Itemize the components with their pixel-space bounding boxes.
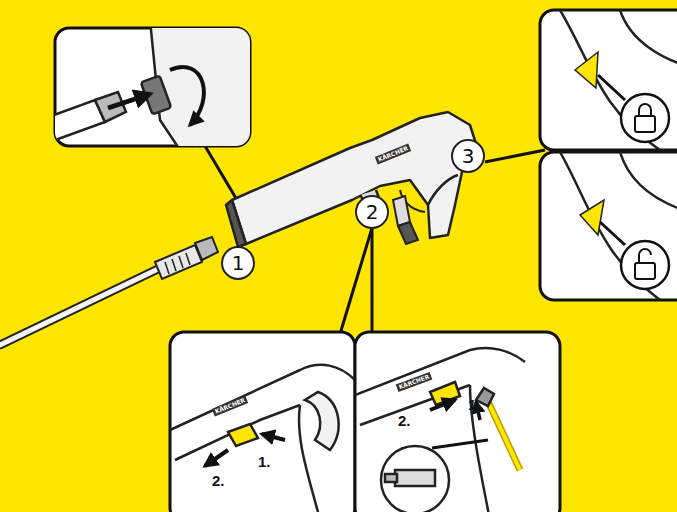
callout-circle: 2 bbox=[355, 195, 389, 229]
spray-gun bbox=[226, 112, 478, 247]
release-detail bbox=[170, 365, 355, 512]
callout-number: 2 bbox=[366, 202, 379, 222]
nozzle-connector bbox=[393, 196, 418, 244]
callout-number: 1 bbox=[232, 253, 245, 273]
callout-circle: 3 bbox=[451, 139, 485, 173]
inset-frame bbox=[355, 332, 560, 512]
hose bbox=[0, 237, 218, 345]
callout-circle: 1 bbox=[221, 246, 255, 280]
step-number: 1. bbox=[258, 454, 271, 469]
lock-detail bbox=[560, 10, 677, 150]
callout-number: 3 bbox=[462, 146, 475, 166]
inset-frame bbox=[170, 332, 355, 512]
step-number: 2. bbox=[212, 473, 225, 488]
inset-frame bbox=[540, 152, 677, 300]
inset-frame bbox=[540, 10, 677, 150]
step-number: 1. bbox=[468, 397, 481, 412]
connect-detail bbox=[55, 28, 250, 146]
unlock-detail bbox=[560, 152, 677, 300]
step-number: 2. bbox=[398, 413, 411, 428]
insert-detail bbox=[355, 348, 525, 512]
